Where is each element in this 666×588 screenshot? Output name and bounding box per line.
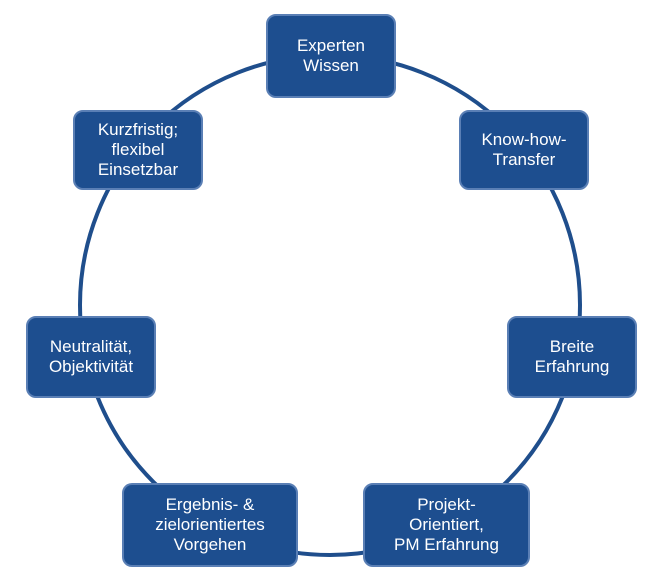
node-ergebnis-zielorientiert: Ergebnis- & zielorientiertes Vorgehen bbox=[122, 483, 298, 567]
node-projekt-orientiert: Projekt- Orientiert, PM Erfahrung bbox=[363, 483, 530, 567]
node-breite-erfahrung: Breite Erfahrung bbox=[507, 316, 637, 398]
node-know-how-transfer: Know-how- Transfer bbox=[459, 110, 589, 190]
node-neutralitaet-objektivitaet: Neutralität, Objektivität bbox=[26, 316, 156, 398]
node-experten-wissen: Experten Wissen bbox=[266, 14, 396, 98]
node-kurzfristig-flexibel: Kurzfristig; flexibel Einsetzbar bbox=[73, 110, 203, 190]
